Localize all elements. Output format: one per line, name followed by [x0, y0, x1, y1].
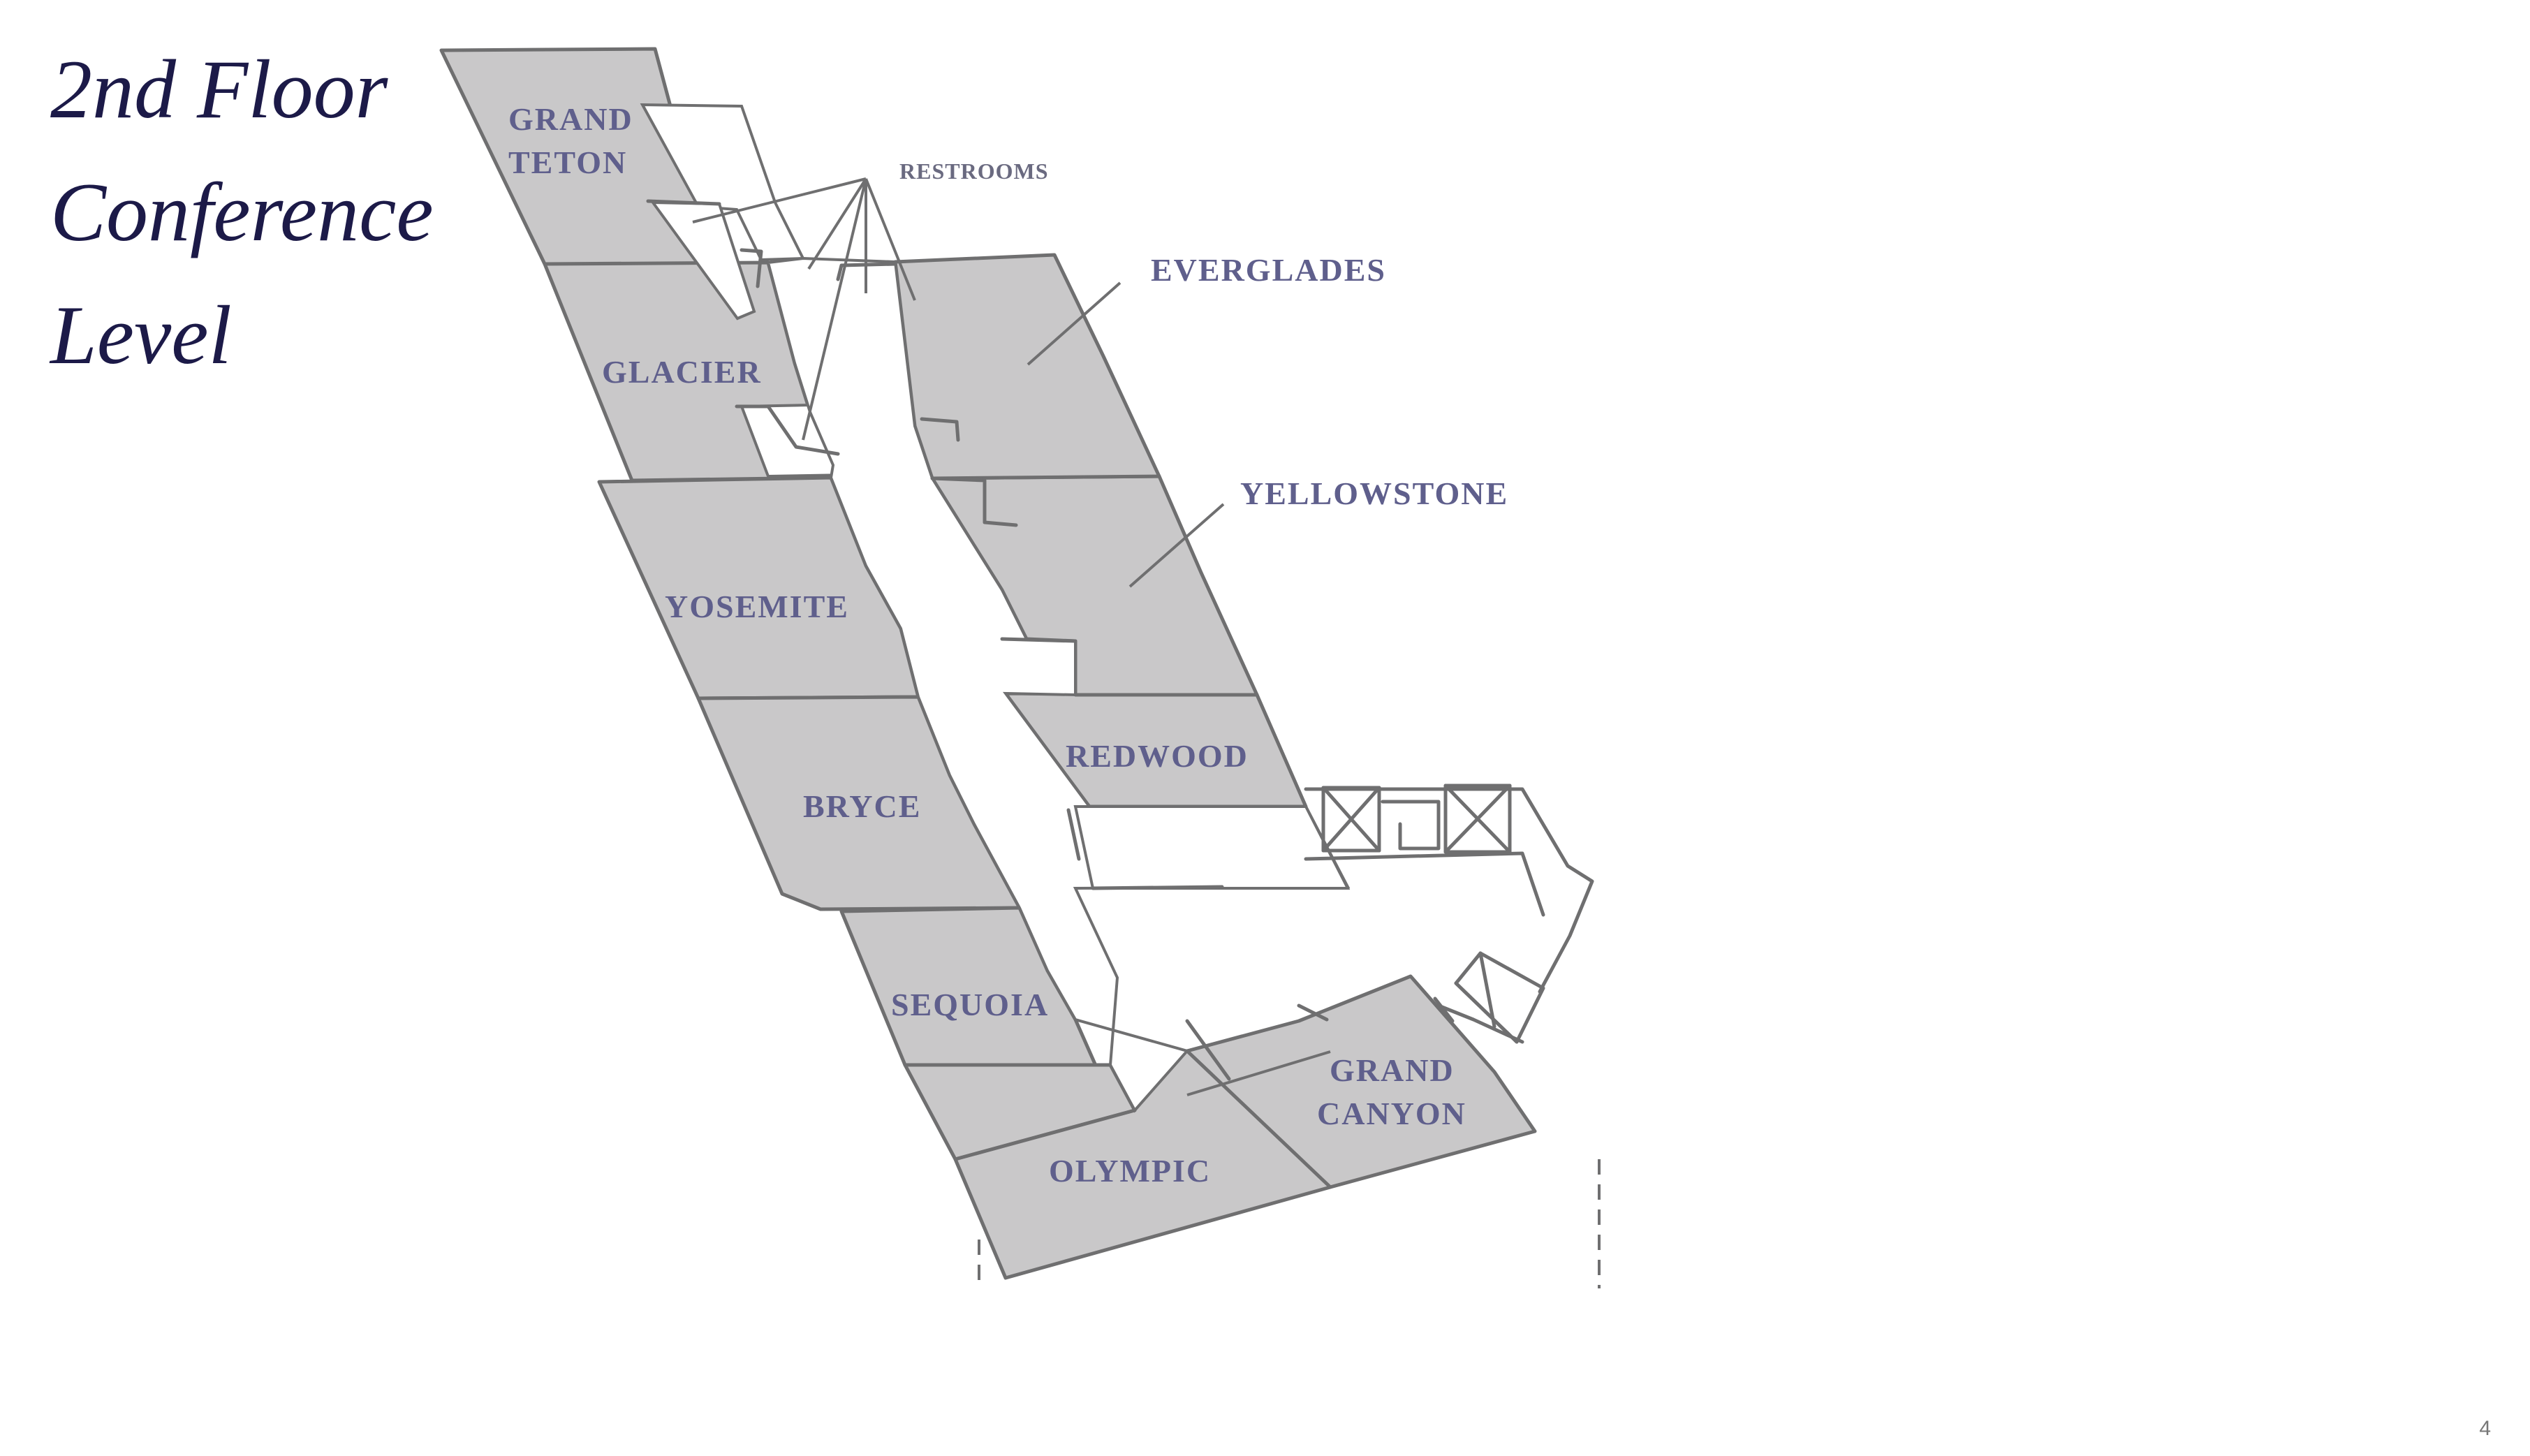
page-title-line-1: 2nd Floor: [50, 43, 388, 135]
label-glacier: GLACIER: [602, 354, 762, 390]
label-grand-teton-2: TETON: [508, 145, 627, 180]
label-grand-canyon-1: GRAND: [1330, 1052, 1455, 1088]
elevator-bank: [1304, 784, 1594, 1044]
page-title: 2nd Floor Conference Level: [50, 28, 434, 397]
room-everglades[interactable]: [893, 253, 1161, 480]
label-everglades: EVERGLADES: [1151, 252, 1386, 288]
wall-detail-8: [1066, 808, 1081, 861]
wall-detail-12: [1433, 997, 1455, 1023]
wall-detail-1: [646, 199, 721, 206]
wall-detail-4: [920, 417, 960, 442]
restrooms-leaders: [692, 177, 916, 441]
leader-yellowstone: [1128, 503, 1225, 588]
wall-detail-9: [1091, 885, 1224, 890]
label-bryce: BRYCE: [803, 788, 921, 824]
label-olympic: OLYMPIC: [1049, 1153, 1211, 1189]
leader-grand-canyon: [1186, 1050, 1331, 1096]
page-title-line-3: Level: [50, 288, 232, 381]
wall-detail-3: [735, 404, 840, 456]
restrooms-label: RESTROOMS: [899, 159, 1048, 184]
label-sequoia: SEQUOIA: [891, 987, 1049, 1022]
leader-everglades: [1027, 281, 1121, 366]
wall-detail-6: [1000, 637, 1078, 643]
page-title-line-2: Conference: [50, 166, 434, 258]
wall-detail-2: [740, 248, 763, 288]
page-number: 4: [2479, 1417, 2491, 1440]
label-yellowstone: YELLOWSTONE: [1240, 476, 1508, 511]
wall-detail-7: [836, 262, 897, 281]
label-yosemite: YOSEMITE: [665, 589, 849, 624]
label-grand-canyon-2: CANYON: [1317, 1096, 1466, 1131]
corridor-east-wing: [1073, 805, 1351, 890]
label-grand-teton-1: GRAND: [508, 101, 633, 137]
room-grand-canyon[interactable]: [1185, 974, 1537, 1189]
wall-detail-11: [1297, 1003, 1329, 1022]
boundary-dashed-everglades: [932, 475, 1160, 480]
label-redwood: REDWOOD: [1066, 738, 1249, 774]
wall-detail-10: [1185, 1019, 1231, 1081]
